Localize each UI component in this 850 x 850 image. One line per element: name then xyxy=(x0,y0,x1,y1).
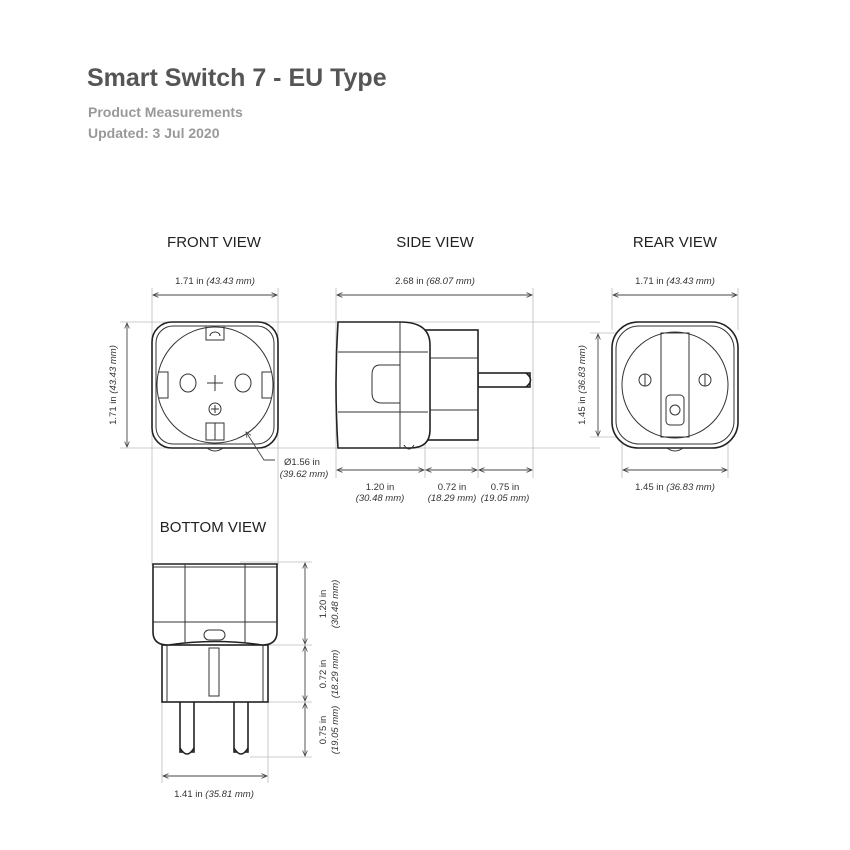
rear-housing xyxy=(611,321,739,449)
svg-text:(30.48 mm): (30.48 mm) xyxy=(356,493,405,504)
bottom-plug-body xyxy=(161,644,269,703)
bottom-seg2-dim: 0.72 in xyxy=(318,660,329,689)
side-view: SIDE VIEW 2.68 in (68.07 mm) 1.20 in (30… xyxy=(335,234,532,504)
page-title: Smart Switch 7 - EU Type xyxy=(87,64,387,92)
bottom-view-label: BOTTOM VIEW xyxy=(160,519,267,536)
bottom-seg1-dim: 1.20 in xyxy=(318,590,329,619)
svg-text:(18.29 mm): (18.29 mm) xyxy=(428,493,477,504)
bottom-housing xyxy=(152,563,278,646)
rear-view: REAR VIEW 1.71 in (43.43 mm) 1.45 in (36… xyxy=(577,234,739,493)
rear-inner-width-dim: 1.45 in (36.83 mm) xyxy=(635,482,715,493)
svg-text:(19.05 mm): (19.05 mm) xyxy=(330,706,341,755)
side-seg3-dim: 0.75 in xyxy=(491,482,520,493)
page-subtitle: Product Measurements xyxy=(88,104,243,120)
updated-date: Updated: 3 Jul 2020 xyxy=(88,125,220,141)
svg-text:(19.05 mm): (19.05 mm) xyxy=(481,493,530,504)
side-seg2-dim: 0.72 in xyxy=(438,482,467,493)
bottom-view: BOTTOM VIEW 1.20 in (30.48 mm) 0.72 in (… xyxy=(152,519,341,800)
rear-height-dim: 1.45 in (36.83 mm) xyxy=(577,345,588,425)
svg-text:(30.48 mm): (30.48 mm) xyxy=(330,580,341,629)
side-seg1-dim: 1.20 in xyxy=(366,482,395,493)
side-plug-body xyxy=(424,329,479,441)
rear-width-dim: 1.71 in (43.43 mm) xyxy=(635,276,715,287)
socket-diameter-dim: Ø1.56 in xyxy=(284,457,320,468)
front-view: FRONT VIEW 1.71 in (43.43 mm) 1.71 in (4… xyxy=(108,234,328,480)
side-view-label: SIDE VIEW xyxy=(396,234,474,251)
bottom-width-dim: 1.41 in (35.81 mm) xyxy=(174,789,254,800)
rear-view-label: REAR VIEW xyxy=(633,234,718,251)
front-height-dim: 1.71 in (43.43 mm) xyxy=(108,345,119,425)
side-housing xyxy=(335,321,431,449)
socket-circle xyxy=(156,326,274,444)
svg-text:(18.29 mm): (18.29 mm) xyxy=(330,650,341,699)
bottom-seg3-dim: 0.75 in xyxy=(318,716,329,745)
front-width-dim: 1.71 in (43.43 mm) xyxy=(175,276,255,287)
side-length-dim: 2.68 in (68.07 mm) xyxy=(395,276,475,287)
front-view-label: FRONT VIEW xyxy=(167,234,262,251)
svg-text:(39.62 mm): (39.62 mm) xyxy=(280,469,329,480)
side-pin xyxy=(477,372,531,388)
